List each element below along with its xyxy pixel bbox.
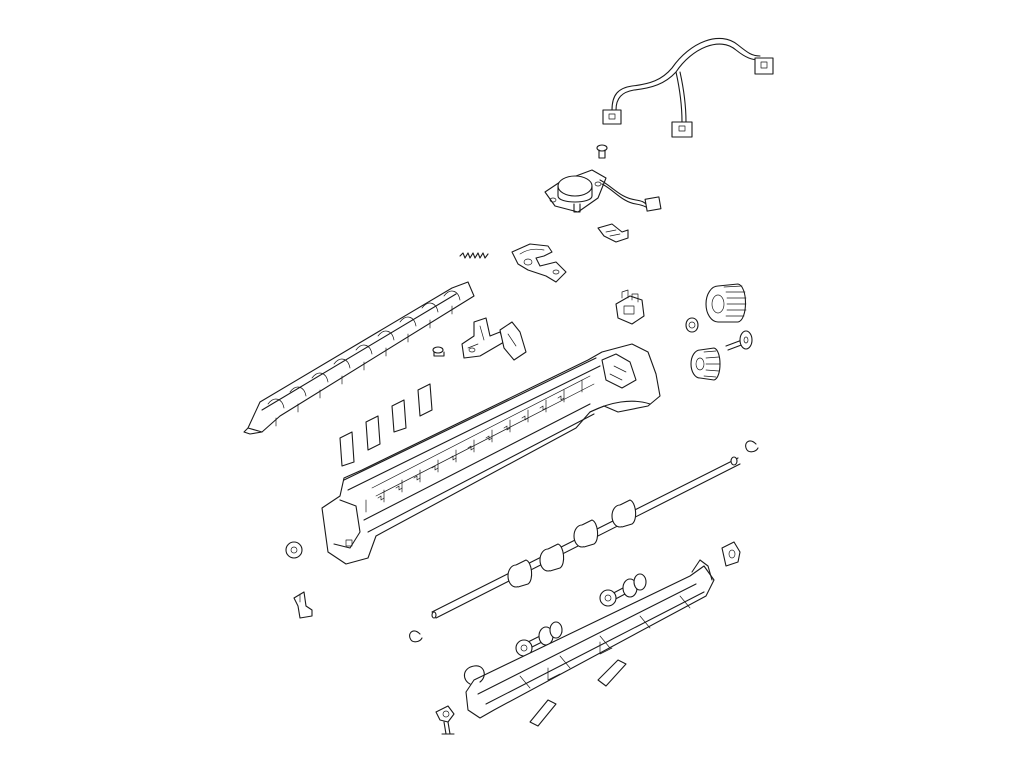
ring-icon (685, 317, 699, 333)
rail-icon (243, 281, 475, 435)
cable-harness-icon (602, 37, 774, 138)
guide-plate-icon (463, 559, 715, 719)
roller-icon (431, 456, 741, 619)
bracket-icon (461, 317, 527, 361)
frame-icon (321, 343, 661, 565)
spring-icon (459, 252, 489, 259)
bushing-icon (721, 541, 741, 567)
lever-icon (435, 705, 455, 735)
roller-icon (599, 573, 647, 607)
bracket-icon (597, 223, 629, 243)
film-icon (339, 383, 433, 467)
e-clip-icon (745, 440, 759, 453)
washer-icon (285, 541, 303, 559)
e-clip-icon (409, 630, 423, 643)
gear-icon (690, 347, 721, 381)
screw-icon (432, 346, 445, 357)
sensor-icon (615, 289, 645, 325)
film-icon (529, 659, 627, 727)
motor-icon (544, 169, 662, 213)
pin-icon (725, 330, 753, 351)
lever-icon (511, 243, 567, 283)
roller-icon (515, 621, 563, 657)
hook-icon (293, 591, 313, 619)
gear-icon (705, 283, 747, 323)
screw-icon (596, 144, 608, 159)
